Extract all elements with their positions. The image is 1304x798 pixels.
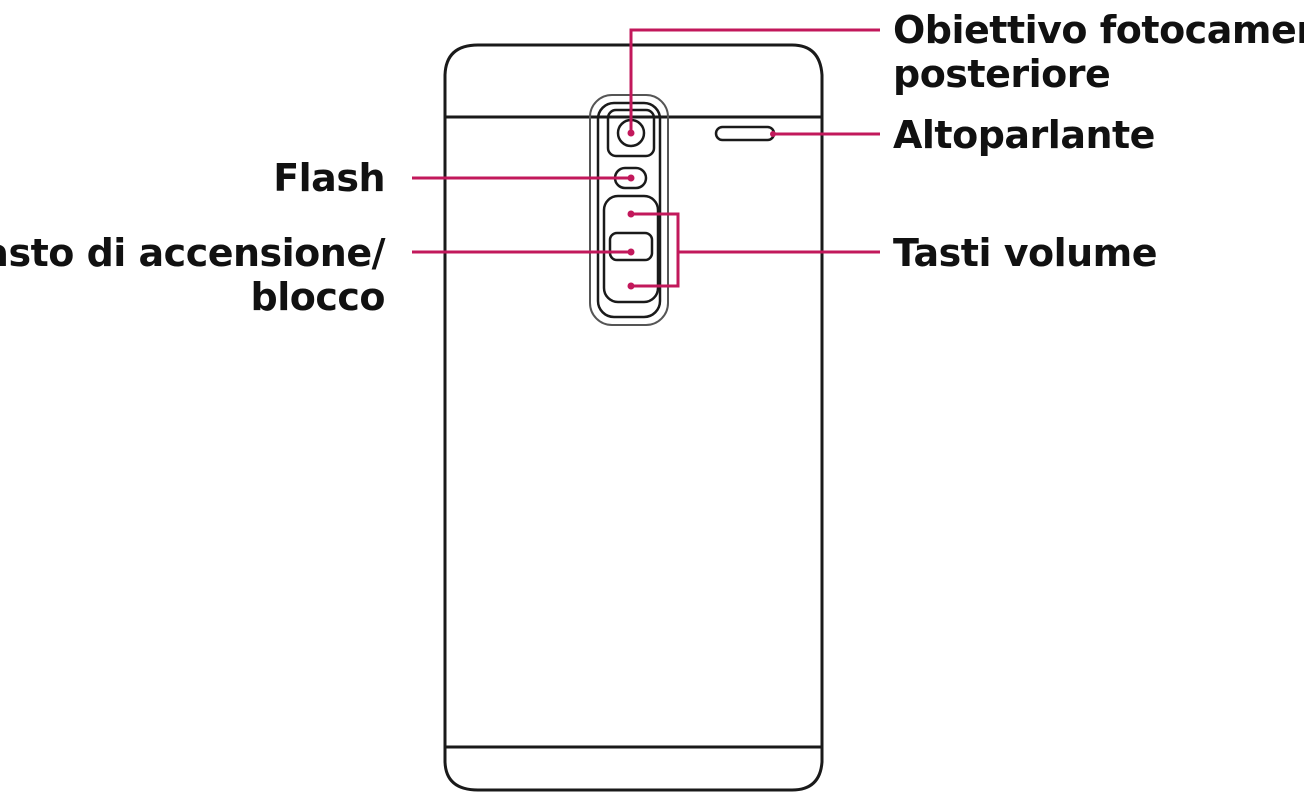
label-volume-text: Tasti volume xyxy=(893,231,1158,275)
label-speaker-text: Altoparlante xyxy=(893,113,1155,157)
dot-speaker xyxy=(770,131,776,137)
callout-volume-bracket xyxy=(631,212,680,288)
power-key-icon xyxy=(608,231,654,262)
callouts xyxy=(412,28,880,288)
label-rear-camera-line2: posteriore xyxy=(893,52,1111,96)
label-rear-camera-line1: Obiettivo fotocamera xyxy=(893,8,1304,52)
dot-volume-down xyxy=(627,282,635,290)
module-inner-frame xyxy=(596,101,662,319)
dot-volume-up xyxy=(627,210,635,218)
label-rear-camera-lens: Obiettivo fotocamera posteriore xyxy=(893,8,1304,96)
dot-power xyxy=(627,248,635,256)
dot-flash xyxy=(627,174,635,182)
label-speaker: Altoparlante xyxy=(893,113,1155,157)
label-power-lock-key: Tasto di accensione/ blocco xyxy=(0,231,386,319)
phone-body xyxy=(443,43,824,792)
speaker-grille-icon xyxy=(714,125,776,142)
callout-dots xyxy=(627,129,776,290)
label-flash: Flash xyxy=(273,156,385,200)
rear-module xyxy=(589,94,776,326)
callout-rear-camera xyxy=(629,28,880,133)
label-flash-text: Flash xyxy=(273,156,385,200)
phone-outline xyxy=(443,43,824,792)
dot-camera xyxy=(627,129,635,137)
label-power-line1: Tasto di accensione/ xyxy=(0,231,386,275)
label-power-line2: blocco xyxy=(250,275,386,319)
module-outer-frame xyxy=(589,94,669,326)
label-volume-keys: Tasti volume xyxy=(893,231,1158,275)
volume-keys-housing xyxy=(602,194,660,304)
